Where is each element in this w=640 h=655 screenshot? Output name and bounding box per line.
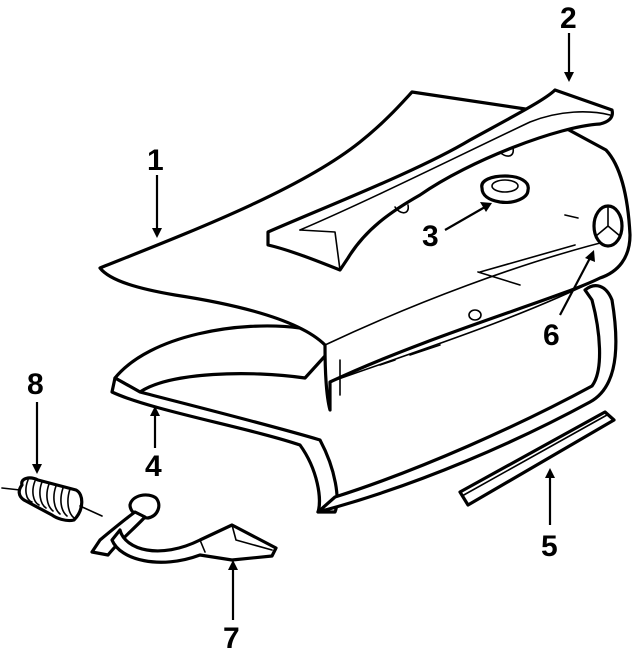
callout-8: 8	[27, 368, 44, 401]
callout-labels: 1 2 3 4 5 6 7 8	[27, 2, 577, 655]
arrowhead-5	[545, 468, 555, 478]
spring-part	[1, 476, 103, 523]
arrowhead-3	[480, 202, 492, 212]
molding-part	[458, 410, 616, 507]
callout-2: 2	[560, 2, 577, 35]
arrowhead-1	[152, 228, 162, 238]
callout-3: 3	[422, 220, 439, 253]
spoiler-part	[266, 88, 614, 272]
callout-4: 4	[145, 450, 162, 483]
callout-5: 5	[541, 530, 558, 563]
arrowhead-4	[150, 406, 160, 416]
callout-7: 7	[223, 622, 240, 655]
arrowhead-2	[564, 72, 574, 82]
arrowhead-7	[228, 560, 238, 570]
leader-6	[559, 257, 591, 316]
callout-6: 6	[543, 319, 560, 352]
emblem-part	[592, 204, 624, 248]
weatherstrip-part	[110, 284, 618, 514]
leader-lines	[32, 33, 595, 620]
trunk-lid-part	[98, 90, 632, 412]
grommet-part	[480, 174, 530, 204]
arrowhead-8	[32, 464, 42, 474]
leader-3	[444, 206, 486, 231]
arrowhead-6	[585, 250, 595, 262]
callout-1: 1	[147, 144, 164, 177]
latch-cable-part	[90, 493, 278, 564]
